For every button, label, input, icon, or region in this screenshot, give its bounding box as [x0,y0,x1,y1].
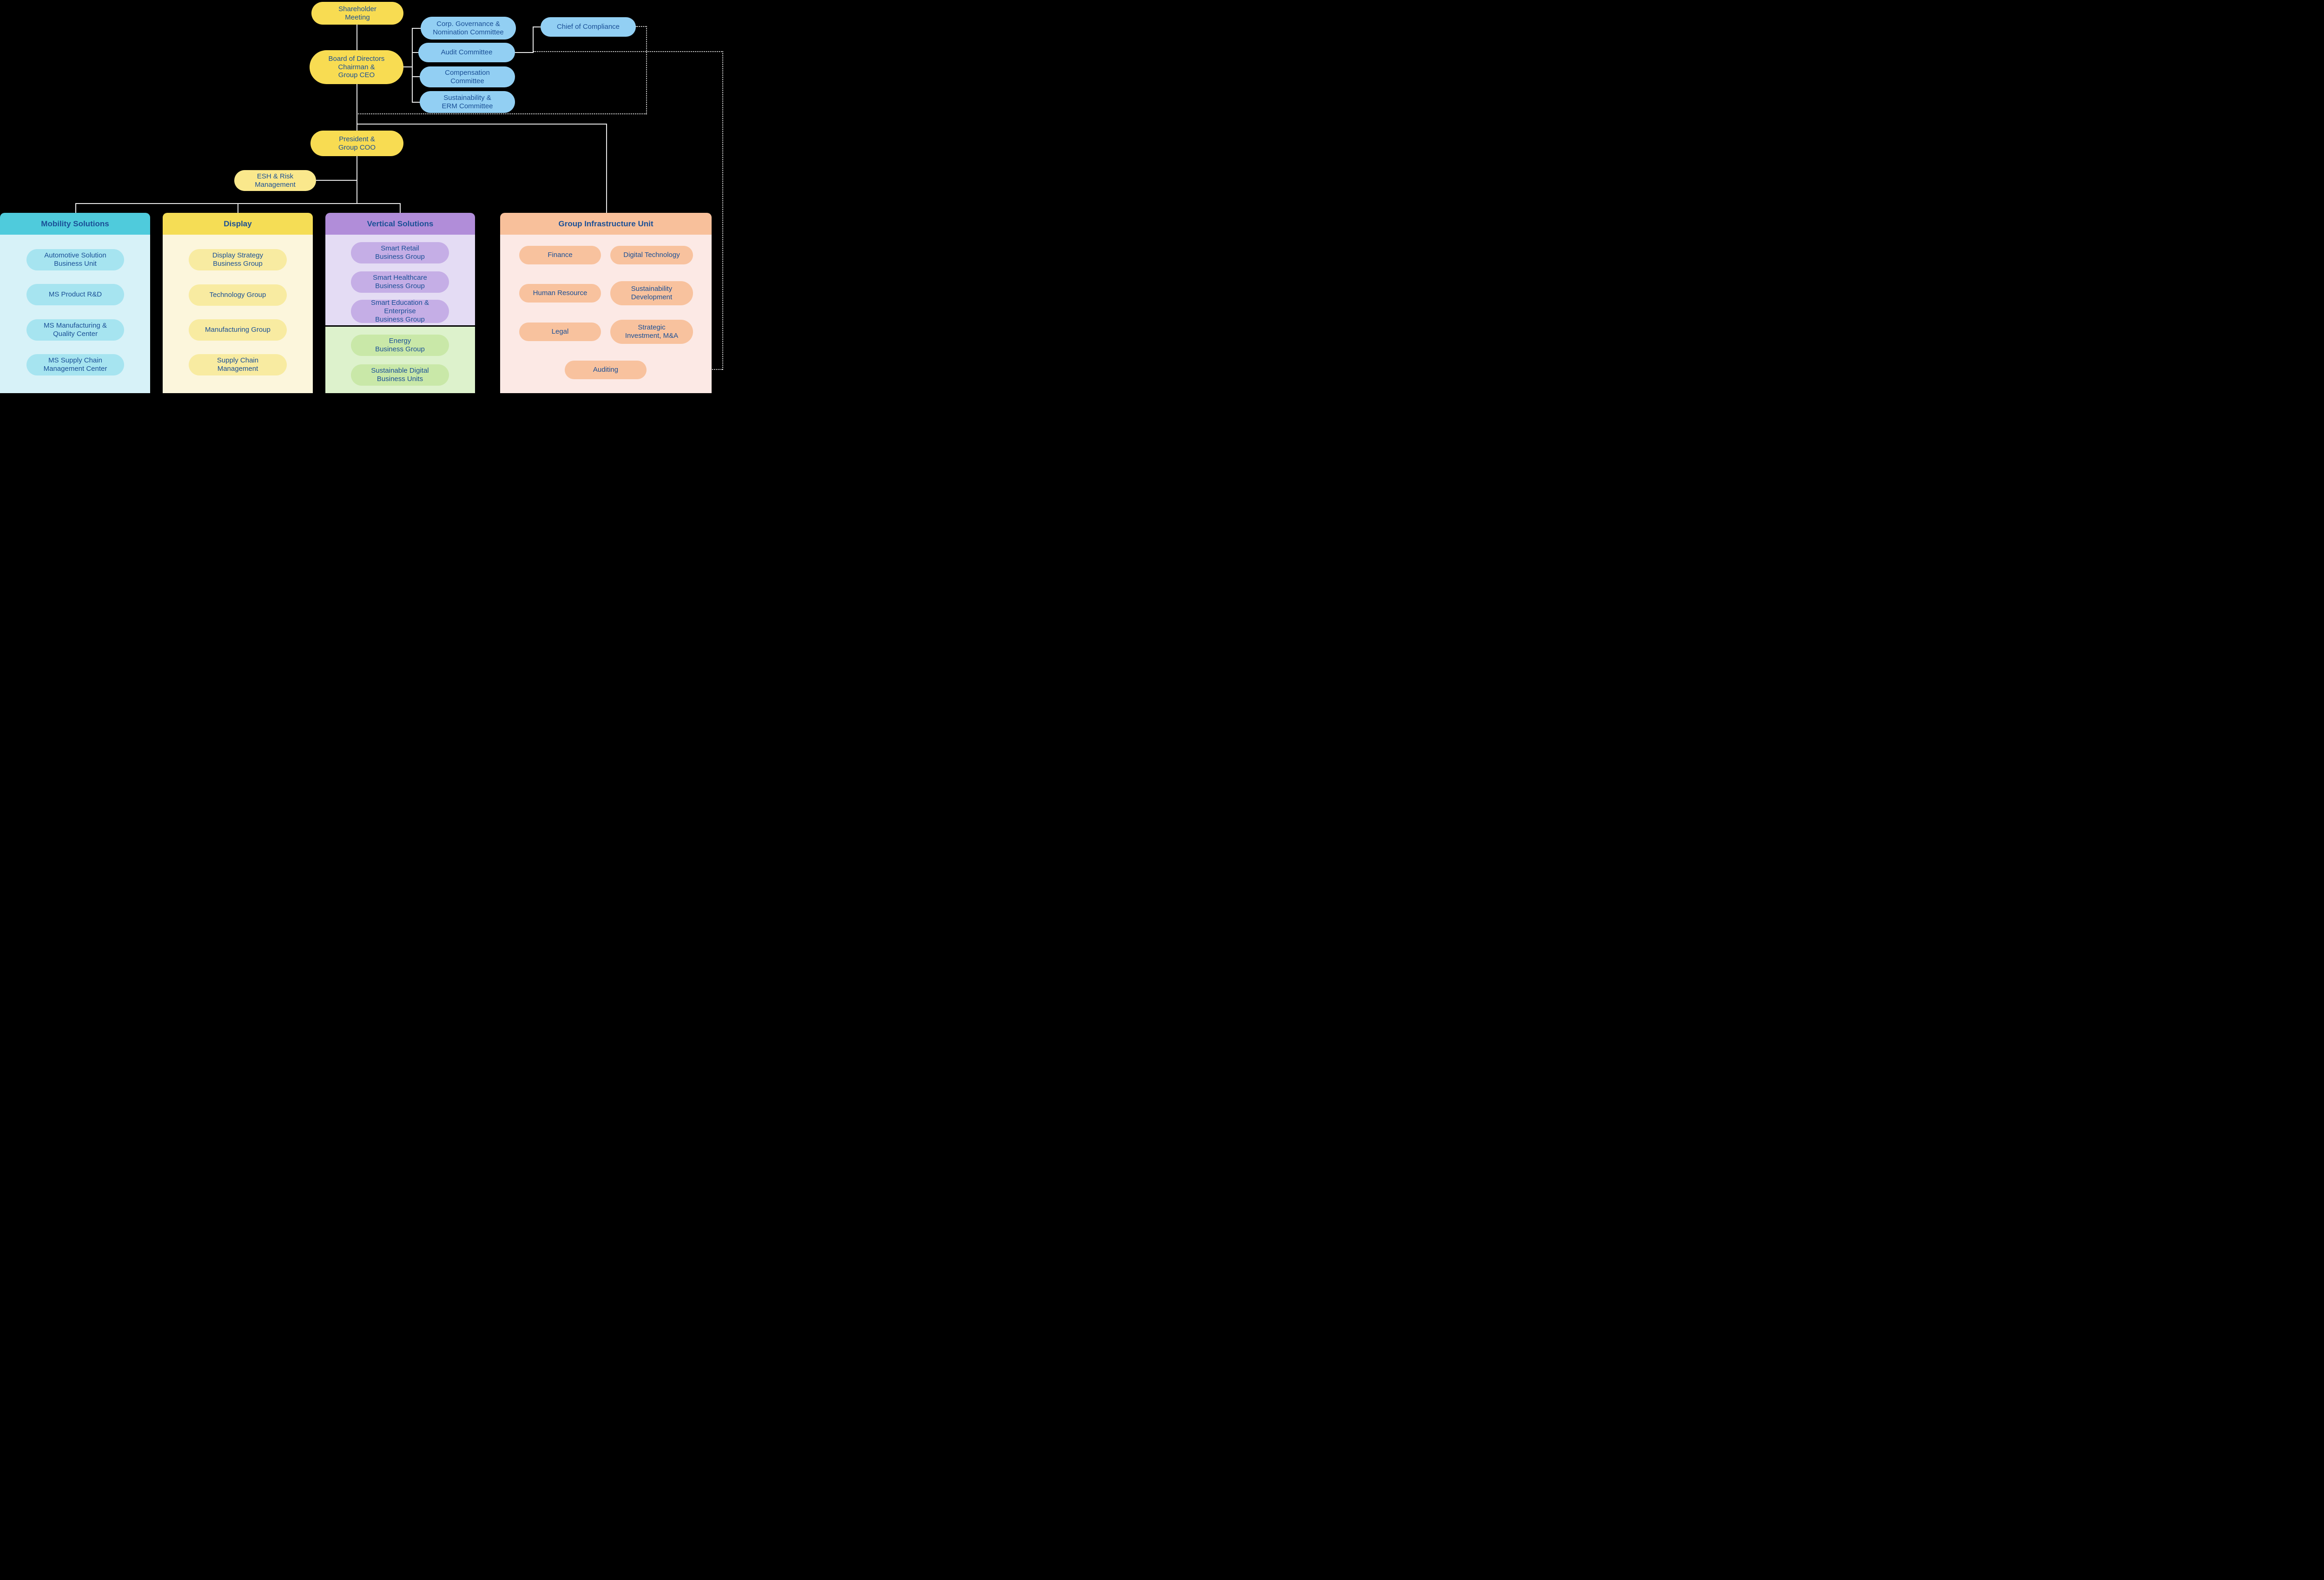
item-strategic-investment-ma: Strategic Investment, M&A [610,320,693,344]
item-ms-supply-chain: MS Supply Chain Management Center [26,354,124,375]
item-auditing: Auditing [565,361,647,379]
connector-board-bracket [403,66,413,67]
item-sustainability-development: Sustainability Development [610,281,693,305]
connector-audit-compliance-h [515,52,534,53]
item-ms-manufacturing-quality: MS Manufacturing & Quality Center [26,319,124,341]
column-mobility-solutions: Mobility Solutions Automotive Solution B… [0,213,150,393]
item-energy-business-group: Energy Business Group [351,335,449,356]
item-finance: Finance [519,246,601,264]
connector-committee-3 [412,76,421,77]
dotted-audit-right [534,51,723,52]
node-president-group-coo: President & Group COO [310,131,403,156]
connector-committee-4 [412,102,421,103]
connector-committee-bracket [412,28,413,103]
node-shareholder-meeting: Shareholder Meeting [311,2,403,25]
item-legal: Legal [519,323,601,341]
node-chief-of-compliance: Chief of Compliance [541,17,636,37]
node-board-of-directors: Board of Directors Chairman & Group CEO [310,50,403,84]
connector-audit-compliance-v [533,26,534,53]
dotted-compliance-stub [636,26,647,27]
item-sustainable-digital: Sustainable Digital Business Units [351,364,449,386]
item-technology-group: Technology Group [189,284,287,306]
column-group-infrastructure: Group Infrastructure Unit Finance Digita… [500,213,712,393]
item-display-strategy: Display Strategy Business Group [189,249,287,270]
node-compensation-committee: Compensation Committee [420,66,515,87]
dotted-right-edge [722,51,723,370]
node-corp-governance-committee: Corp. Governance & Nomination Committee [421,17,516,40]
connector-committee-1 [412,28,422,29]
item-smart-retail: Smart Retail Business Group [351,242,449,263]
connector-committee-2 [412,52,420,53]
connector-esh [316,180,357,181]
item-digital-technology: Digital Technology [610,246,693,264]
connector-compliance-stub [533,26,542,27]
item-human-resource: Human Resource [519,284,601,303]
org-chart-canvas: Shareholder Meeting Board of Directors C… [0,0,729,393]
item-manufacturing-group: Manufacturing Group [189,319,287,341]
column-mobility-header: Mobility Solutions [0,213,150,235]
column-vertical-header: Vertical Solutions [325,213,475,235]
column-vertical-title: Vertical Solutions [367,219,434,228]
connector-right-branch [357,124,607,125]
item-automotive-solution: Automotive Solution Business Unit [26,249,124,270]
connector-vertical-drop [400,203,401,213]
column-infrastructure-title: Group Infrastructure Unit [558,219,654,228]
item-supply-chain-management: Supply Chain Management [189,354,287,375]
connector-infrastructure-drop [606,124,607,213]
column-mobility-title: Mobility Solutions [41,219,109,228]
node-esh-risk-management: ESH & Risk Management [234,170,316,191]
column-display-title: Display [224,219,252,228]
column-infrastructure-header: Group Infrastructure Unit [500,213,712,235]
dotted-compliance-board-link [357,113,647,114]
dotted-compliance-drop [646,26,647,114]
node-audit-committee: Audit Committee [418,43,515,62]
item-ms-product-rd: MS Product R&D [26,284,124,305]
connector-mobility-drop [75,203,76,213]
node-sustainability-erm-committee: Sustainability & ERM Committee [420,91,515,113]
column-vertical-solutions: Vertical Solutions Smart Retail Business… [325,213,475,393]
column-display: Display Display Strategy Business Group … [163,213,313,393]
item-smart-education-enterprise: Smart Education & Enterprise Business Gr… [351,299,449,323]
item-smart-healthcare: Smart Healthcare Business Group [351,271,449,293]
column-display-header: Display [163,213,313,235]
